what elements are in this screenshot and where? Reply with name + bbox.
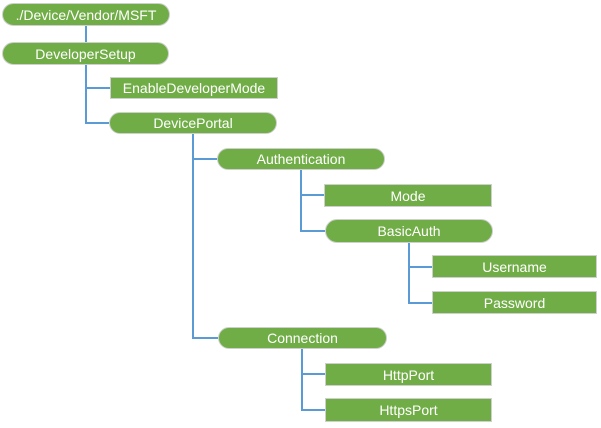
node-developersetup: DeveloperSetup <box>2 42 169 65</box>
connector-developersetup-deviceportal <box>85 122 109 124</box>
connector-basicauth-trunk <box>408 243 410 304</box>
connector-deviceportal-trunk <box>192 134 194 339</box>
connector-deviceportal-connection <box>192 337 218 339</box>
connector-root-developersetup <box>85 26 87 42</box>
connector-authentication-basicauth <box>300 230 325 232</box>
connector-connection-httpsport <box>301 409 325 411</box>
node-mode: Mode <box>324 184 492 207</box>
connector-deviceportal-authentication <box>192 158 217 160</box>
node-password: Password <box>432 291 597 314</box>
node-username: Username <box>432 255 597 278</box>
node-root: ./Device/Vendor/MSFT <box>2 3 170 26</box>
connector-developersetup-enabledevelopermode <box>85 87 110 89</box>
connector-connection-httpport <box>301 373 325 375</box>
node-connection: Connection <box>218 327 387 349</box>
node-deviceportal: DevicePortal <box>109 112 277 134</box>
node-httpsport: HttpsPort <box>325 398 492 422</box>
connector-developersetup-trunk <box>85 65 87 124</box>
node-basicauth: BasicAuth <box>325 219 493 243</box>
connector-connection-trunk <box>301 349 303 411</box>
node-enabledevelopermode: EnableDeveloperMode <box>110 77 278 99</box>
connector-authentication-mode <box>300 194 324 196</box>
node-authentication: Authentication <box>217 148 385 170</box>
connector-basicauth-username <box>408 266 432 268</box>
connector-basicauth-password <box>408 302 432 304</box>
connector-authentication-trunk <box>300 170 302 232</box>
node-httpport: HttpPort <box>325 363 492 386</box>
